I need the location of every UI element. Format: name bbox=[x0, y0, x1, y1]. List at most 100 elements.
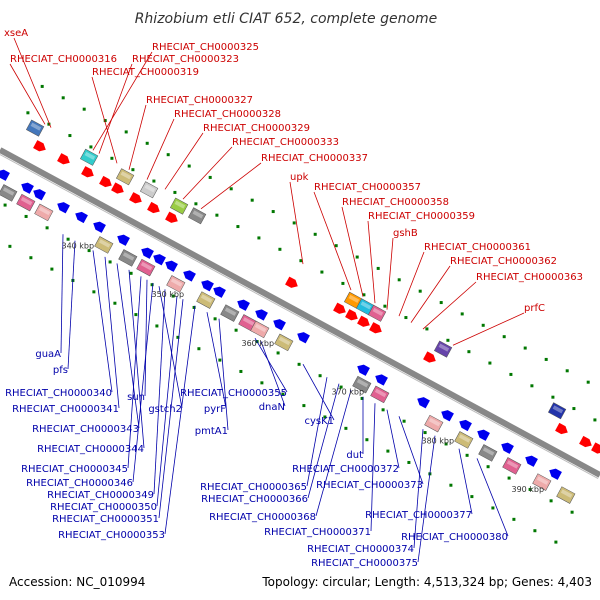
reverse-gene-label: RHECIAT_CH0000345 bbox=[21, 464, 128, 475]
map-title: Rhizobium etli CIAT 652, complete genome bbox=[135, 11, 438, 27]
gene-box bbox=[34, 203, 54, 222]
label-connector bbox=[116, 263, 140, 429]
track-dot bbox=[486, 465, 490, 469]
reverse-gene-arrow bbox=[57, 202, 70, 214]
forward-gene-arrow bbox=[81, 166, 94, 178]
gene-box bbox=[220, 304, 240, 322]
track-dot bbox=[187, 164, 191, 168]
reverse-gene-label: RHECIAT_CH0000340 bbox=[5, 388, 112, 399]
track-dot bbox=[470, 495, 474, 499]
track-dot bbox=[40, 84, 44, 88]
track-dot bbox=[530, 384, 534, 388]
track-dot bbox=[208, 175, 212, 179]
track-dot bbox=[155, 324, 159, 328]
track-dot bbox=[87, 249, 91, 253]
gene-box bbox=[502, 457, 522, 475]
label-connector bbox=[410, 265, 451, 323]
forward-gene-label: RHECIAT_CH0000363 bbox=[476, 272, 583, 283]
reverse-gene-arrow bbox=[153, 254, 166, 266]
track-dot bbox=[103, 119, 107, 123]
track-dot bbox=[381, 408, 385, 412]
reverse-gene-label: RHECIAT_CH0000365 bbox=[200, 482, 307, 493]
label-connector bbox=[289, 181, 304, 265]
label-connector bbox=[417, 435, 436, 563]
gene-box bbox=[136, 258, 156, 277]
gene-box bbox=[433, 340, 453, 358]
reverse-gene-label: RHECIAT_CH0000380 bbox=[401, 532, 508, 543]
track-dot bbox=[376, 266, 380, 270]
gene-box bbox=[0, 184, 18, 202]
gene-box bbox=[94, 236, 114, 254]
track-dot bbox=[467, 350, 471, 354]
track-dot bbox=[320, 270, 324, 274]
track-dot bbox=[554, 540, 558, 544]
reverse-gene-label: pmtA1 bbox=[195, 426, 228, 437]
gene-box bbox=[166, 275, 186, 293]
track-dot bbox=[318, 374, 322, 378]
reverse-gene-arrow bbox=[183, 270, 196, 282]
label-connector bbox=[164, 305, 196, 535]
tick-label: 340 kbp bbox=[61, 241, 94, 250]
reverse-gene-arrow bbox=[75, 211, 88, 224]
reverse-gene-label: RHECIAT_CH0000377 bbox=[365, 510, 472, 521]
forward-gene-arrow bbox=[285, 276, 298, 288]
gene-box bbox=[250, 320, 270, 339]
gene-box bbox=[115, 168, 135, 186]
track-dot bbox=[355, 255, 359, 259]
track-dot bbox=[166, 153, 170, 157]
gene-box bbox=[343, 291, 363, 309]
gene-box bbox=[16, 193, 36, 212]
track-dot bbox=[173, 190, 177, 194]
reverse-gene-arrow bbox=[33, 189, 46, 201]
track-dot bbox=[61, 96, 65, 100]
reverse-gene-arrow bbox=[525, 455, 538, 467]
label-connector bbox=[452, 312, 525, 346]
label-connector bbox=[306, 377, 328, 487]
track-dot bbox=[215, 213, 219, 217]
label-connector bbox=[60, 234, 64, 354]
track-dot bbox=[29, 256, 33, 260]
forward-gene-label: RHECIAT_CH0000357 bbox=[314, 182, 421, 193]
reverse-gene-label: RHECIAT_CH0000343 bbox=[32, 424, 139, 435]
track-dot bbox=[260, 381, 264, 385]
track-dot bbox=[365, 438, 369, 442]
track-dot bbox=[82, 107, 86, 111]
forward-gene-label: RHECIAT_CH0000337 bbox=[261, 153, 368, 164]
forward-gene-arrow bbox=[33, 140, 46, 152]
reverse-gene-label: RHECIAT_CH0000368 bbox=[209, 512, 316, 523]
gene-box bbox=[424, 414, 444, 433]
forward-gene-label: RHECIAT_CH0000359 bbox=[368, 211, 475, 222]
forward-gene-arrow bbox=[129, 192, 142, 204]
label-connector bbox=[91, 76, 118, 164]
reverse-gene-label: RHECIAT_CH0000353 bbox=[58, 530, 165, 541]
reverse-gene-arrow bbox=[213, 286, 226, 298]
label-connector bbox=[315, 390, 352, 517]
tick-label: 390 kbp bbox=[511, 485, 544, 494]
track-dot bbox=[551, 395, 555, 399]
label-connector bbox=[146, 118, 175, 180]
forward-gene-arrow bbox=[57, 153, 70, 165]
label-connector bbox=[144, 279, 148, 397]
tick-label: 370 kbp bbox=[331, 388, 364, 397]
topology-text: Topology: circular; Length: 4,513,324 bp… bbox=[261, 575, 592, 589]
track-dot bbox=[528, 487, 532, 491]
gene-layer bbox=[0, 119, 600, 504]
reverse-gene-label: RHECIAT_CH0000373 bbox=[316, 480, 423, 491]
track-dot bbox=[271, 210, 275, 214]
track-dot bbox=[404, 316, 408, 320]
track-dot bbox=[150, 283, 154, 287]
forward-gene-label: RHECIAT_CH0000325 bbox=[152, 42, 259, 53]
forward-gene-label: RHECIAT_CH0000362 bbox=[450, 256, 557, 267]
label-connector bbox=[370, 403, 376, 532]
label-connector bbox=[254, 337, 288, 393]
label-connector bbox=[13, 37, 52, 128]
forward-gene-arrow bbox=[369, 322, 382, 334]
reverse-gene-arrow bbox=[477, 429, 490, 441]
track-dot bbox=[89, 145, 93, 149]
label-connector bbox=[398, 251, 425, 317]
gene-label-layer: xseARHECIAT_CH0000316RHECIAT_CH0000325RH… bbox=[4, 28, 583, 569]
track-dot bbox=[449, 483, 453, 487]
forward-gene-arrow bbox=[555, 422, 568, 435]
track-dot bbox=[234, 328, 238, 332]
reverse-gene-label: gstch2 bbox=[148, 404, 182, 415]
